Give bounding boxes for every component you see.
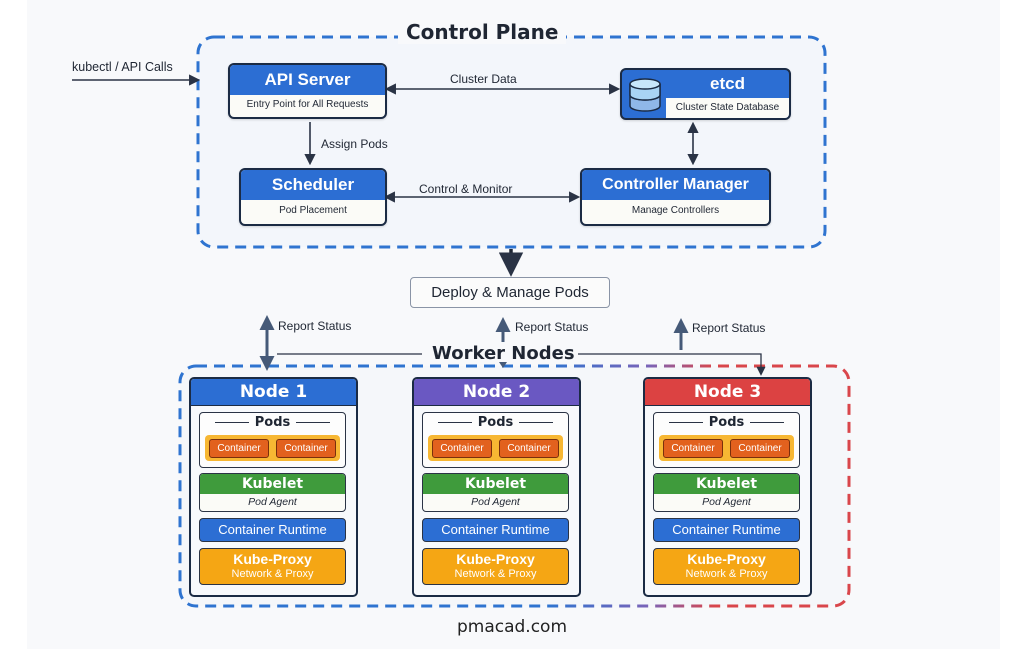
kubelet-subtitle: Pod Agent <box>702 496 751 508</box>
pods-group: Pods Container Container <box>653 412 800 468</box>
container-runtime-box[interactable]: Container Runtime <box>422 518 569 542</box>
kubelet-title: Kubelet <box>654 474 799 494</box>
worker-nodes-title: Worker Nodes <box>432 343 575 364</box>
report-status-label-2: Report Status <box>515 320 589 334</box>
etcd-subtitle: Cluster State Database <box>666 98 789 118</box>
kube-proxy-title: Kube-Proxy <box>687 551 766 567</box>
scheduler-title: Scheduler <box>241 170 385 200</box>
scheduler-subtitle: Pod Placement <box>279 205 347 216</box>
container-runtime-box[interactable]: Container Runtime <box>653 518 800 542</box>
control-plane-title: Control Plane <box>398 20 567 44</box>
worker-node-2[interactable]: Node 2 Pods Container Container Kubelet … <box>412 377 581 597</box>
kubelet-box[interactable]: Kubelet Pod Agent <box>653 473 800 512</box>
kubelet-box[interactable]: Kubelet Pod Agent <box>199 473 346 512</box>
container-box[interactable]: Container <box>276 439 336 458</box>
api-server-subtitle: Entry Point for All Requests <box>246 99 369 110</box>
controller-manager-box[interactable]: Controller Manager Manage Controllers <box>580 168 771 226</box>
node-1-header: Node 1 <box>191 379 356 406</box>
deploy-manage-pods-box[interactable]: Deploy & Manage Pods <box>410 277 610 308</box>
controller-manager-title: Controller Manager <box>582 170 769 200</box>
api-server-box[interactable]: API Server Entry Point for All Requests <box>228 63 387 119</box>
pods-tray: Container Container <box>205 435 340 461</box>
worker-node-3[interactable]: Node 3 Pods Container Container Kubelet … <box>643 377 812 597</box>
kubectl-label: kubectl / API Calls <box>72 60 173 74</box>
kube-proxy-box[interactable]: Kube-Proxy Network & Proxy <box>199 548 346 585</box>
kubelet-subtitle: Pod Agent <box>471 496 520 508</box>
container-box[interactable]: Container <box>432 439 492 458</box>
footer-watermark: pmacad.com <box>456 617 568 637</box>
pods-tray: Container Container <box>428 435 563 461</box>
kube-proxy-subtitle: Network & Proxy <box>685 568 768 580</box>
container-box[interactable]: Container <box>499 439 559 458</box>
database-icon <box>629 78 661 112</box>
pods-tray: Container Container <box>659 435 794 461</box>
etcd-title: etcd <box>710 74 745 93</box>
etcd-box[interactable]: etcd Cluster State Database <box>620 68 791 120</box>
api-server-title: API Server <box>230 65 385 95</box>
kube-proxy-box[interactable]: Kube-Proxy Network & Proxy <box>653 548 800 585</box>
report-status-label-1: Report Status <box>278 319 352 333</box>
kube-proxy-box[interactable]: Kube-Proxy Network & Proxy <box>422 548 569 585</box>
container-runtime-box[interactable]: Container Runtime <box>199 518 346 542</box>
pods-title: Pods <box>200 415 345 430</box>
pods-title: Pods <box>423 415 568 430</box>
scheduler-box[interactable]: Scheduler Pod Placement <box>239 168 387 226</box>
kube-proxy-title: Kube-Proxy <box>456 551 535 567</box>
kubelet-subtitle: Pod Agent <box>248 496 297 508</box>
kube-proxy-subtitle: Network & Proxy <box>231 568 314 580</box>
kube-proxy-subtitle: Network & Proxy <box>454 568 537 580</box>
kubelet-title: Kubelet <box>423 474 568 494</box>
assign-pods-label: Assign Pods <box>321 137 388 151</box>
worker-node-1[interactable]: Node 1 Pods Container Container Kubelet … <box>189 377 358 597</box>
node-2-header: Node 2 <box>414 379 579 406</box>
kubelet-title: Kubelet <box>200 474 345 494</box>
container-box[interactable]: Container <box>663 439 723 458</box>
pods-group: Pods Container Container <box>199 412 346 468</box>
pods-title: Pods <box>654 415 799 430</box>
container-box[interactable]: Container <box>209 439 269 458</box>
controller-manager-subtitle: Manage Controllers <box>631 205 720 216</box>
container-box[interactable]: Container <box>730 439 790 458</box>
kubelet-box[interactable]: Kubelet Pod Agent <box>422 473 569 512</box>
control-monitor-label: Control & Monitor <box>419 182 513 196</box>
pods-group: Pods Container Container <box>422 412 569 468</box>
kube-proxy-title: Kube-Proxy <box>233 551 312 567</box>
cluster-data-label: Cluster Data <box>450 72 517 86</box>
report-status-label-3: Report Status <box>692 321 766 335</box>
node-3-header: Node 3 <box>645 379 810 406</box>
